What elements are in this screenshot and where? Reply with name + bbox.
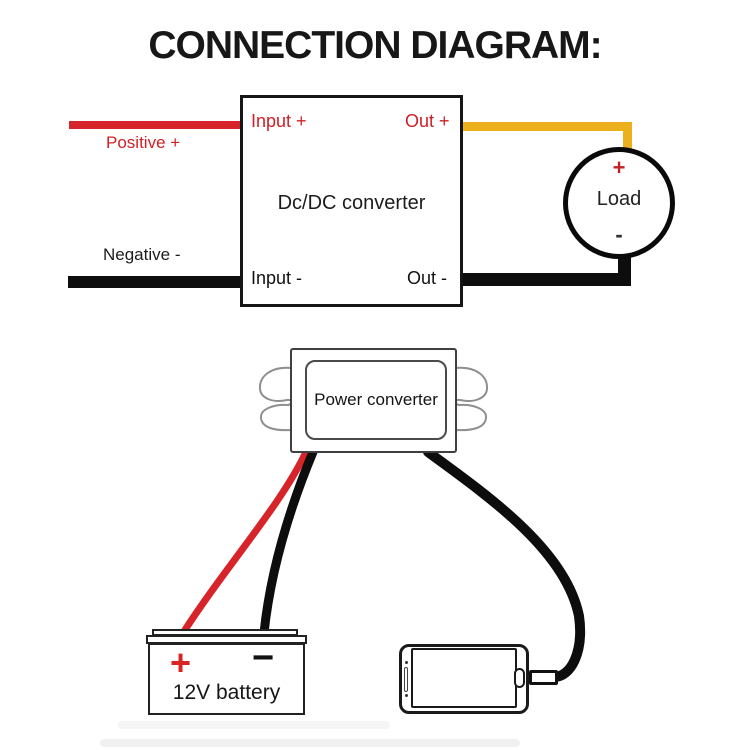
phone-sensor-dot-icon — [405, 694, 408, 697]
mounting-tab-left-icon — [258, 366, 293, 432]
power-converter-faceplate: Power converter — [305, 360, 447, 440]
phone-home-button-icon — [514, 668, 525, 688]
phone-camera-dot-icon — [405, 661, 408, 664]
positive-input-wire — [69, 121, 240, 129]
load-minus-terminal: - — [615, 222, 623, 247]
battery-shadow — [118, 721, 390, 729]
output-negative-wire-drop — [618, 254, 631, 286]
phone-screen — [411, 648, 517, 708]
output-positive-wire-drop — [623, 123, 632, 150]
page-title: CONNECTION DIAGRAM: — [148, 24, 602, 67]
phone-cable — [423, 447, 585, 682]
battery-plus-terminal: + — [170, 642, 192, 683]
battery-label: 12V battery — [172, 681, 281, 704]
mounting-tab-right-icon — [454, 366, 489, 432]
ground-shadow — [100, 739, 520, 747]
output-positive-wire — [463, 122, 632, 131]
battery-body: + − 12V battery — [148, 637, 305, 715]
out-minus-label: Out - — [407, 268, 448, 288]
load-label: Load — [596, 188, 642, 210]
battery-negative-wire — [259, 447, 318, 638]
converter-label: Dc/DC converter — [277, 192, 426, 214]
battery-minus-terminal: − — [252, 637, 275, 679]
load-plus-terminal: + — [612, 155, 626, 180]
negative-input-wire — [68, 276, 240, 288]
power-converter-label: Power converter — [314, 390, 438, 409]
phone-speaker-slot-icon — [404, 667, 408, 692]
load-circle: + Load - — [563, 147, 675, 259]
dcdc-converter-box — [240, 95, 463, 307]
positive-wire-label: Positive + — [106, 133, 181, 152]
usb-plug-icon — [529, 670, 558, 685]
out-plus-label: Out + — [405, 111, 450, 131]
negative-wire-label: Negative - — [103, 245, 181, 264]
output-negative-wire — [463, 273, 631, 286]
input-plus-label: Input + — [251, 111, 307, 131]
input-minus-label: Input - — [251, 268, 303, 288]
battery-positive-wire — [179, 448, 310, 637]
